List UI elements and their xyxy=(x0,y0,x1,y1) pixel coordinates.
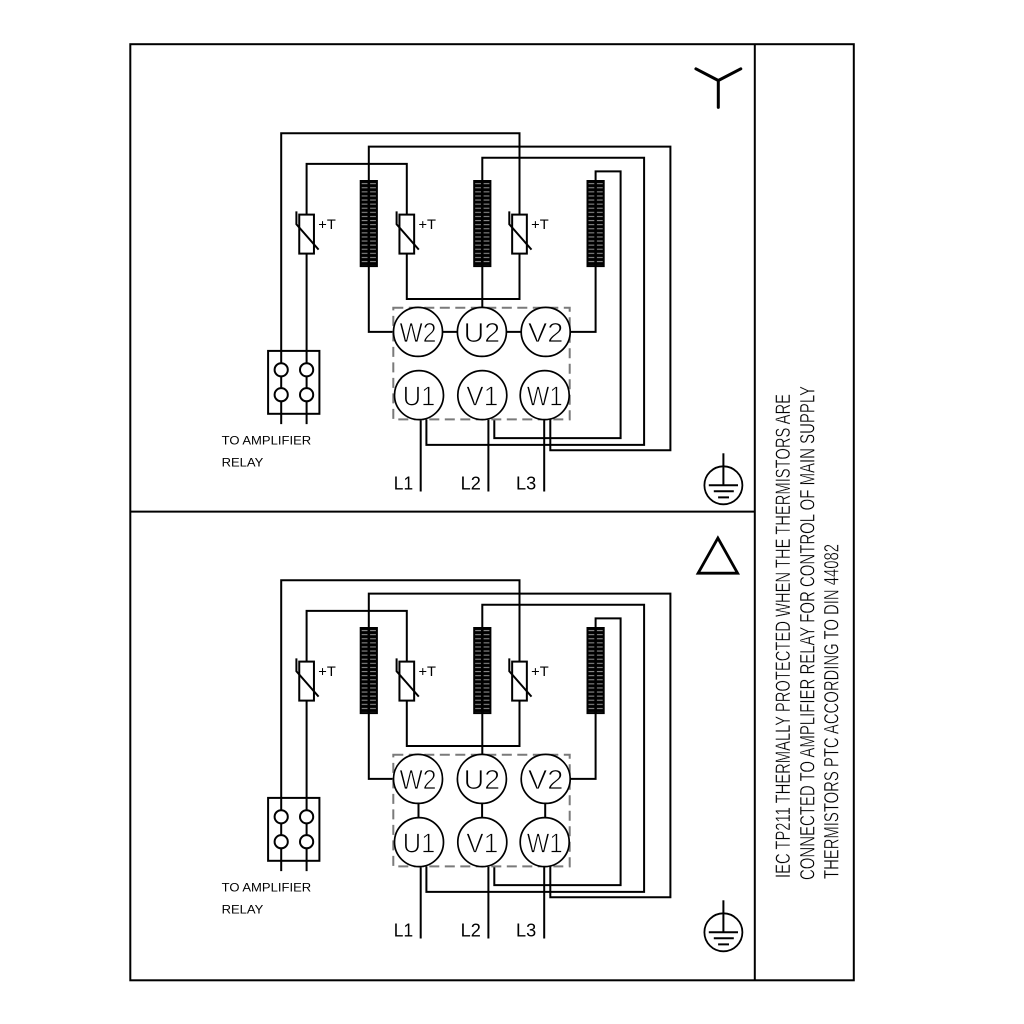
svg-text:CONNECTED TO AMPLIFIER RELAY F: CONNECTED TO AMPLIFIER RELAY FOR CONTROL… xyxy=(794,386,819,880)
svg-text:U1: U1 xyxy=(403,380,436,411)
svg-text:W1: W1 xyxy=(527,827,563,858)
svg-text:L2: L2 xyxy=(461,474,481,494)
svg-text:+T: +T xyxy=(531,663,549,679)
svg-text:V2: V2 xyxy=(528,764,564,795)
svg-text:+T: +T xyxy=(318,663,336,679)
svg-text:L2: L2 xyxy=(461,921,481,941)
svg-text:L1: L1 xyxy=(394,921,413,941)
svg-text:THERMISTORS PTC ACCORDING TO D: THERMISTORS PTC ACCORDING TO DIN 44082 xyxy=(819,544,844,879)
svg-text:+T: +T xyxy=(318,216,336,232)
svg-text:TO AMPLIFIER: TO AMPLIFIER xyxy=(222,434,312,448)
svg-text:V2: V2 xyxy=(528,317,564,348)
svg-text:IEC TP211 THERMALLY PROTECTED: IEC TP211 THERMALLY PROTECTED WHEN THE T… xyxy=(770,394,795,878)
svg-text:TO AMPLIFIER: TO AMPLIFIER xyxy=(222,881,312,895)
svg-text:W2: W2 xyxy=(400,317,437,348)
svg-text:U2: U2 xyxy=(464,764,501,795)
svg-text:L3: L3 xyxy=(516,474,536,494)
svg-text:+T: +T xyxy=(419,216,437,232)
svg-text:RELAY: RELAY xyxy=(222,903,264,917)
svg-text:RELAY: RELAY xyxy=(222,456,264,470)
svg-text:V1: V1 xyxy=(466,827,498,858)
svg-text:U2: U2 xyxy=(464,317,501,348)
svg-text:W1: W1 xyxy=(527,380,563,411)
svg-text:U1: U1 xyxy=(403,827,436,858)
svg-text:W2: W2 xyxy=(400,764,437,795)
svg-text:+T: +T xyxy=(419,663,437,679)
svg-text:L3: L3 xyxy=(516,921,536,941)
svg-text:L1: L1 xyxy=(394,474,413,494)
svg-text:V1: V1 xyxy=(466,380,498,411)
svg-text:+T: +T xyxy=(531,216,549,232)
